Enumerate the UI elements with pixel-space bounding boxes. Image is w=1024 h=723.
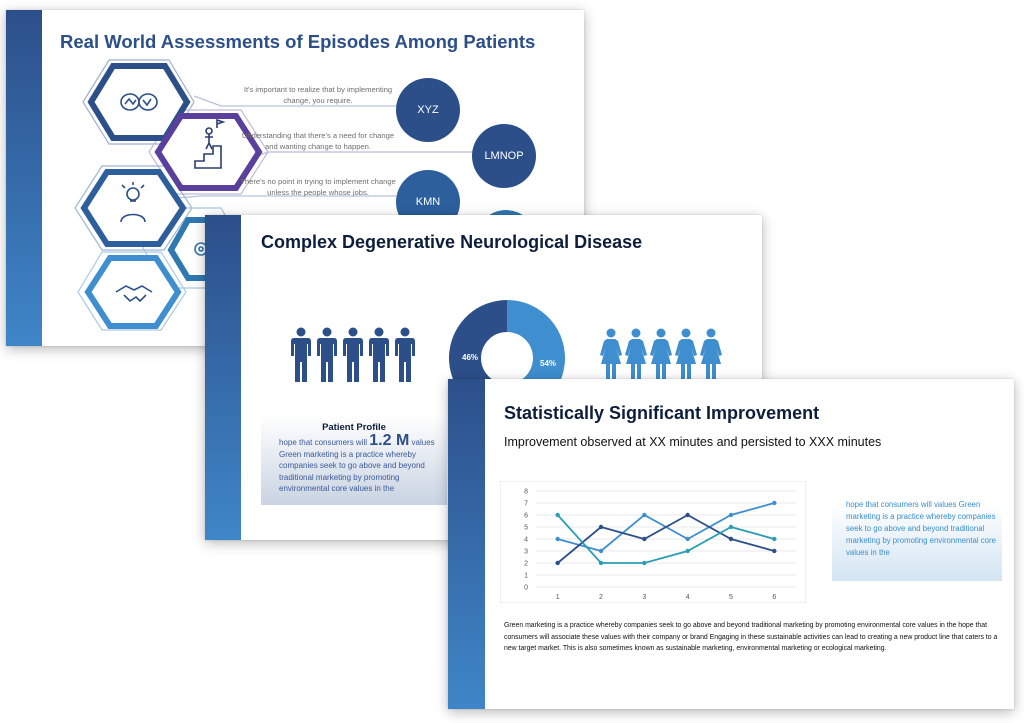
patient-profile-text: hope that consumers will 1.2 M values Gr… [279, 432, 439, 495]
male-person-icon [291, 327, 311, 382]
slide-accent-bar [205, 215, 241, 540]
series-line-3 [556, 514, 775, 564]
data-point-series-2 [598, 524, 604, 530]
donut-label-right: 54% [540, 359, 556, 368]
caption-3: There's no point in trying to implement … [240, 177, 396, 197]
y-tick-label: 8 [524, 489, 528, 496]
side-text: hope that consumers will values Green ma… [846, 500, 996, 557]
data-point-series-3 [598, 560, 604, 566]
x-tick-label: 3 [642, 594, 646, 601]
y-tick-label: 3 [524, 549, 528, 556]
profile-big-number: 1.2 M [369, 432, 410, 449]
profile-text-before: hope that consumers will [279, 438, 368, 447]
success-steps-icon [194, 118, 226, 169]
idea-hexagon [80, 169, 187, 247]
series-line-2 [557, 513, 775, 564]
line-chart: 0 1 2 3 4 5 6 7 8 1 2 3 4 5 6 [500, 481, 806, 603]
patient-profile-title: Patient Profile [322, 422, 386, 433]
female-person-icon [675, 328, 697, 383]
slide-accent-bar [448, 379, 485, 709]
data-point-series-1 [598, 548, 604, 554]
data-point-series-2 [772, 548, 777, 554]
caption-1: It's important to realize that by implem… [243, 85, 393, 105]
data-point-series-1 [772, 500, 777, 506]
brain-icon [120, 93, 158, 111]
circle-xyz: XYZ [396, 78, 460, 142]
idea-person-icon [120, 182, 146, 223]
data-point-series-2 [728, 536, 734, 542]
data-point-series-2 [642, 536, 647, 542]
profile-text-after: values Green marketing is a practice whe… [279, 438, 435, 493]
donut-label-left: 46% [462, 353, 478, 362]
female-person-icon [600, 328, 622, 383]
side-text-box: hope that consumers will values Green ma… [832, 485, 1002, 581]
handshake-hexagon [84, 255, 182, 329]
y-tick-label: 7 [524, 501, 528, 508]
chart-frame [500, 481, 806, 603]
y-tick-label: 5 [524, 525, 528, 532]
data-point-series-3 [642, 560, 647, 566]
slide-subtitle: Improvement observed at XX minutes and p… [504, 435, 882, 449]
male-people-group [291, 327, 415, 382]
female-person-icon [650, 328, 672, 383]
data-point-series-2 [685, 512, 690, 518]
male-person-icon [395, 327, 415, 382]
female-people-group [600, 328, 722, 383]
male-person-icon [369, 327, 389, 382]
data-point-series-3 [555, 512, 560, 518]
slide-title: Statistically Significant Improvement [504, 403, 820, 423]
x-tick-label: 6 [772, 594, 776, 601]
y-tick-label: 6 [524, 513, 528, 520]
y-tick-label: 0 [524, 585, 528, 592]
x-tick-label: 1 [556, 594, 560, 601]
slide-statistical-improvement[interactable]: Statistically Significant Improvement Im… [448, 379, 1014, 709]
steps-hexagon [154, 113, 263, 191]
data-point-series-3 [728, 524, 734, 530]
body-paragraph: Green marketing is a practice whereby co… [504, 622, 998, 652]
caption-2: Understanding that there's a need for ch… [241, 131, 395, 151]
data-point-series-1 [685, 536, 690, 542]
data-point-series-1 [555, 536, 560, 542]
slide-accent-bar [6, 10, 42, 346]
y-tick-label: 2 [524, 561, 528, 568]
female-person-icon [700, 328, 722, 383]
male-person-icon [343, 327, 363, 382]
circle-lmnop: LMNOP [472, 124, 536, 188]
slide-title: Complex Degenerative Neurological Diseas… [261, 232, 643, 252]
data-point-series-3 [772, 536, 777, 542]
patient-profile-box: Patient Profile hope that consumers will… [261, 415, 447, 505]
female-person-icon [625, 328, 647, 383]
data-point-series-1 [642, 512, 647, 518]
slide-title: Real World Assessments of Episodes Among… [60, 31, 536, 52]
data-point-series-1 [728, 512, 734, 518]
y-tick-label: 1 [524, 573, 528, 580]
male-person-icon [317, 327, 337, 382]
data-point-series-3 [685, 548, 690, 554]
x-tick-label: 4 [686, 594, 690, 601]
handshake-icon [115, 285, 153, 303]
data-point-series-2 [555, 560, 560, 566]
y-tick-label: 4 [524, 537, 528, 544]
x-tick-label: 5 [729, 594, 733, 601]
x-tick-label: 2 [599, 594, 603, 601]
